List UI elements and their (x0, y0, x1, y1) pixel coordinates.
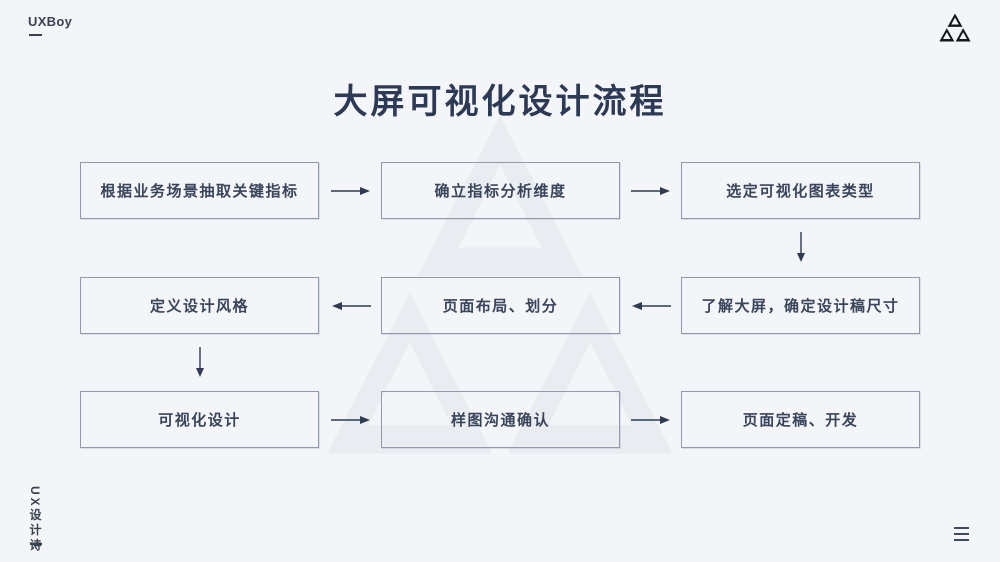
arrow-right-icon (630, 185, 672, 197)
arrow-right-icon (330, 185, 372, 197)
flow-step-1-1: 根据业务场景抽取关键指标 (80, 162, 319, 219)
flow-step-1-2: 确立指标分析维度 (381, 162, 620, 219)
triforce-logo-icon (939, 13, 971, 42)
arrow-down-icon (194, 346, 206, 378)
flow-step-2-3: 了解大屏，确定设计稿尺寸 (681, 277, 920, 334)
arrow-right-icon (330, 414, 372, 426)
flow-step-3-3: 页面定稿、开发 (681, 391, 920, 448)
arrow-down-icon (795, 231, 807, 263)
arrow-right-icon (630, 414, 672, 426)
arrow-left-icon (630, 300, 672, 312)
flow-step-2-2: 页面布局、划分 (381, 277, 620, 334)
hamburger-menu-icon[interactable] (954, 527, 972, 541)
arrow-left-icon (330, 300, 372, 312)
flow-step-1-3: 选定可视化图表类型 (681, 162, 920, 219)
flow-step-2-1: 定义设计风格 (80, 277, 319, 334)
flow-step-3-2: 样图沟通确认 (381, 391, 620, 448)
brand-underline (29, 34, 42, 36)
vertical-brand-underline (30, 543, 42, 545)
brand-wordmark: UXBoy (28, 14, 73, 29)
vertical-brand-label: UX设计诗 (28, 486, 42, 554)
flow-step-3-1: 可视化设计 (80, 391, 319, 448)
page-title: 大屏可视化设计流程 (333, 82, 667, 121)
